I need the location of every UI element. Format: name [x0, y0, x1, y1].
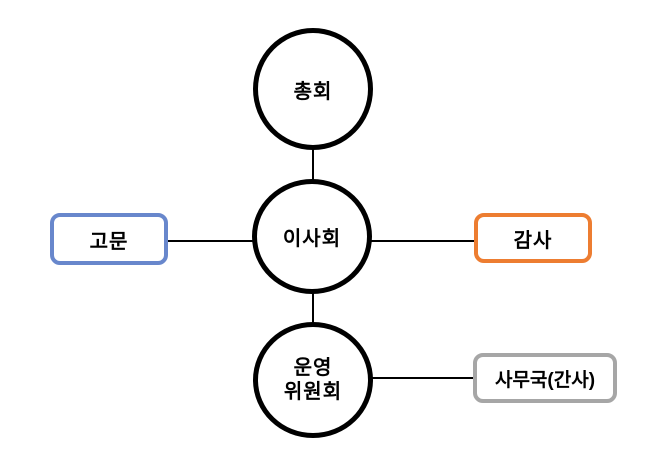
- node-board-of-directors-label: 이사회: [282, 228, 342, 250]
- node-advisor-label: 고문: [89, 230, 129, 253]
- connector-advisor-board: [166, 240, 254, 242]
- connector-steering-secretariat: [371, 377, 475, 379]
- node-auditor: 감사: [474, 213, 592, 263]
- steering-committee-label-line2: 위원회: [283, 381, 343, 403]
- connector-assembly-board: [312, 148, 314, 182]
- node-board-of-directors: 이사회: [252, 179, 372, 294]
- node-steering-committee-label: 운영 위원회: [284, 356, 342, 404]
- node-advisor: 고문: [50, 213, 168, 265]
- node-steering-committee: 운영 위원회: [253, 322, 373, 438]
- node-general-assembly-label: 총회: [293, 80, 333, 103]
- node-general-assembly: 총회: [253, 28, 373, 150]
- connector-board-auditor: [370, 240, 476, 242]
- node-auditor-label: 감사: [513, 229, 553, 252]
- steering-committee-label-line1: 운영: [293, 357, 333, 379]
- node-secretariat: 사무국(간사): [473, 353, 617, 403]
- node-secretariat-label: 사무국(간사): [494, 369, 596, 391]
- connector-board-steering: [312, 292, 314, 324]
